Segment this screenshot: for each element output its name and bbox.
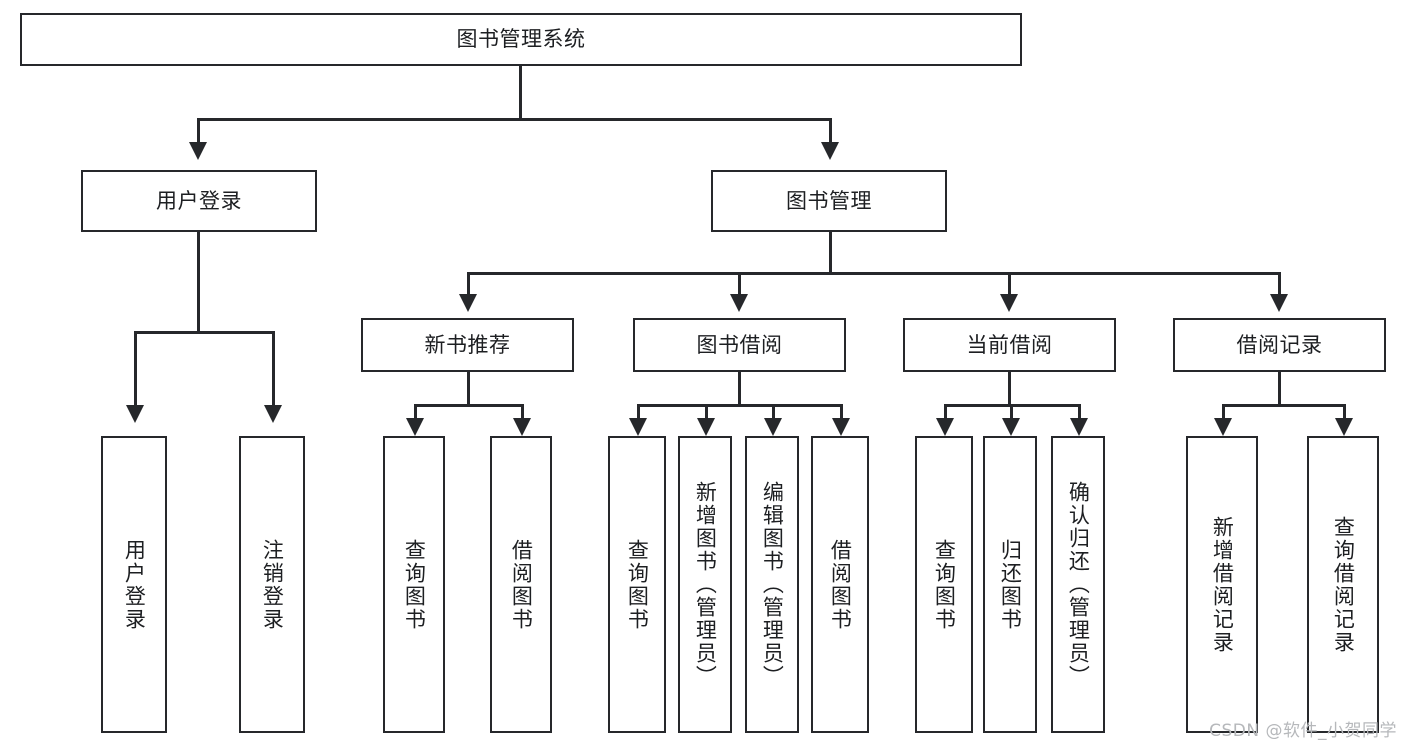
- leaf-add-record[interactable]: 新增借阅记录: [1186, 436, 1258, 733]
- leaf-confirm-return[interactable]: 确认归还（管理员）: [1051, 436, 1105, 733]
- leaf-query-book-3[interactable]: 查询图书: [915, 436, 973, 733]
- node-label: 用户登录: [156, 188, 242, 213]
- connector-user-login-trunk: [197, 232, 200, 333]
- connector-root-trunk: [519, 66, 522, 118]
- node-label: 查询图书: [402, 538, 427, 631]
- node-label: 图书借阅: [696, 332, 783, 357]
- connector-new-book-trunk: [467, 372, 470, 406]
- arrowhead-to-current-borrow: [1000, 294, 1018, 312]
- leaf-user-login[interactable]: 用户登录: [101, 436, 167, 733]
- arrowhead-to-leaf-user-login: [126, 405, 144, 423]
- node-label: 借阅图书: [509, 538, 534, 631]
- leaf-query-record[interactable]: 查询借阅记录: [1307, 436, 1379, 733]
- connector-borrow-record-trunk: [1278, 372, 1281, 406]
- connector-book-borrow-trunk: [738, 372, 741, 406]
- node-label: 查询图书: [625, 538, 650, 631]
- leaf-query-book-1[interactable]: 查询图书: [383, 436, 445, 733]
- arrowhead-to-borrow-record: [1270, 294, 1288, 312]
- arrowhead-to-user-login: [189, 142, 207, 160]
- arrowhead-to-book-borrow: [730, 294, 748, 312]
- connector-bm-to-new-book: [467, 272, 470, 298]
- connector-bb-to-leaf-2: [705, 404, 708, 422]
- arrowhead-to-leaf-query-book-3: [936, 418, 954, 436]
- node-label: 图书管理: [786, 188, 872, 213]
- connector-br-to-leaf-1: [1222, 404, 1225, 422]
- leaf-user-logout[interactable]: 注销登录: [239, 436, 305, 733]
- connector-bb-to-leaf-3: [772, 404, 775, 422]
- node-current-borrow[interactable]: 当前借阅: [903, 318, 1116, 372]
- connector-user-login-to-leaf-2: [272, 331, 275, 409]
- connector-bm-to-book-borrow: [738, 272, 741, 298]
- connector-nb-to-leaf-1: [414, 404, 417, 422]
- node-label: 借阅记录: [1236, 332, 1323, 357]
- connector-nb-to-leaf-2: [521, 404, 524, 422]
- arrowhead-to-leaf-borrow-book-1: [513, 418, 531, 436]
- leaf-query-book-2[interactable]: 查询图书: [608, 436, 666, 733]
- arrowhead-to-leaf-query-record: [1335, 418, 1353, 436]
- arrowhead-to-leaf-add-record: [1214, 418, 1232, 436]
- node-user-login[interactable]: 用户登录: [81, 170, 317, 232]
- leaf-borrow-book-2[interactable]: 借阅图书: [811, 436, 869, 733]
- connector-root-to-user-login: [197, 118, 200, 146]
- arrowhead-to-leaf-confirm-return: [1070, 418, 1088, 436]
- arrowhead-to-leaf-edit-book: [764, 418, 782, 436]
- node-label: 用户登录: [122, 538, 147, 631]
- arrowhead-to-leaf-user-logout: [264, 405, 282, 423]
- arrowhead-to-book-management: [821, 142, 839, 160]
- connector-bm-to-current-borrow: [1008, 272, 1011, 298]
- node-label: 新增借阅记录: [1210, 515, 1235, 654]
- node-label: 新书推荐: [424, 332, 511, 357]
- node-book-borrow[interactable]: 图书借阅: [633, 318, 846, 372]
- node-label: 归还图书: [998, 538, 1023, 631]
- connector-current-borrow-trunk: [1008, 372, 1011, 406]
- leaf-borrow-book-1[interactable]: 借阅图书: [490, 436, 552, 733]
- connector-new-book-bus: [414, 404, 521, 407]
- connector-bb-to-leaf-1: [637, 404, 640, 422]
- connector-user-login-to-leaf-1: [134, 331, 137, 409]
- connector-cb-to-leaf-3: [1078, 404, 1081, 422]
- node-label: 查询图书: [932, 538, 957, 631]
- node-label: 图书管理系统: [456, 27, 586, 52]
- node-label: 借阅图书: [828, 538, 853, 631]
- arrowhead-to-leaf-add-book: [697, 418, 715, 436]
- node-label: 确认归还（管理员）: [1066, 481, 1091, 688]
- node-label: 注销登录: [260, 538, 285, 631]
- node-label: 当前借阅: [966, 332, 1053, 357]
- leaf-edit-book[interactable]: 编辑图书（管理员）: [745, 436, 799, 733]
- connector-borrow-record-bus: [1222, 404, 1343, 407]
- connector-user-login-bus: [134, 331, 275, 334]
- connector-book-borrow-bus: [637, 404, 843, 407]
- connector-bb-to-leaf-4: [840, 404, 843, 422]
- connector-root-to-book-management: [829, 118, 832, 146]
- node-borrow-record[interactable]: 借阅记录: [1173, 318, 1386, 372]
- arrowhead-to-leaf-borrow-book-2: [832, 418, 850, 436]
- csdn-watermark: CSDN @软件_小贺同学: [1209, 721, 1397, 741]
- arrowhead-to-new-book-recommend: [459, 294, 477, 312]
- connector-cb-to-leaf-1: [944, 404, 947, 422]
- node-label: 新增图书（管理员）: [693, 481, 718, 688]
- connector-bm-to-borrow-record: [1278, 272, 1281, 298]
- leaf-add-book[interactable]: 新增图书（管理员）: [678, 436, 732, 733]
- node-new-book-recommend[interactable]: 新书推荐: [361, 318, 574, 372]
- node-book-management[interactable]: 图书管理: [711, 170, 947, 232]
- arrowhead-to-leaf-query-book-2: [629, 418, 647, 436]
- connector-root-bus: [197, 118, 832, 121]
- connector-cb-to-leaf-2: [1010, 404, 1013, 422]
- arrowhead-to-leaf-query-book-1: [406, 418, 424, 436]
- leaf-return-book[interactable]: 归还图书: [983, 436, 1037, 733]
- node-root-system[interactable]: 图书管理系统: [20, 13, 1022, 66]
- connector-br-to-leaf-2: [1343, 404, 1346, 422]
- node-label: 查询借阅记录: [1331, 515, 1356, 654]
- node-label: 编辑图书（管理员）: [760, 481, 785, 688]
- connector-book-management-trunk: [829, 232, 832, 274]
- connector-book-management-bus: [467, 272, 1278, 275]
- arrowhead-to-leaf-return-book: [1002, 418, 1020, 436]
